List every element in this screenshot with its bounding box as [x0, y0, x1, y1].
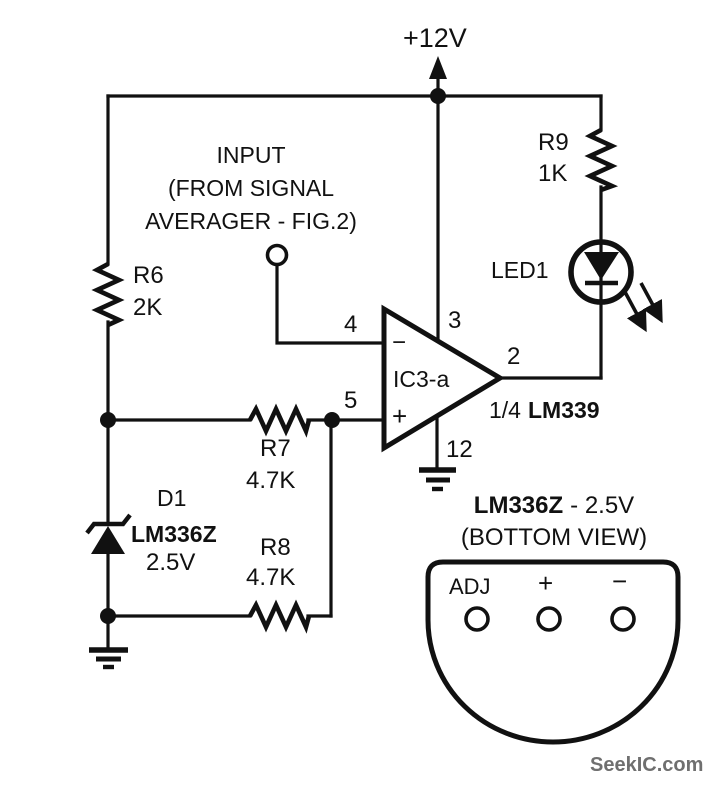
opamp-fraction: 1/4	[489, 397, 521, 423]
led-emission-arrows	[623, 282, 663, 333]
package-outline	[425, 559, 681, 745]
package-pin-plus-circle	[536, 606, 562, 632]
d1-name-label: D1	[157, 485, 187, 511]
pin12-label: 12	[446, 436, 473, 463]
r8-value: 4.7K	[246, 564, 296, 591]
r8-name: R8	[260, 534, 291, 561]
r6-resistor-symbol	[91, 261, 125, 328]
opamp-triangle	[381, 304, 505, 453]
ground-symbol-left	[89, 647, 128, 670]
input-label: INPUT (FROM SIGNAL AVERAGER - FIG.2)	[136, 139, 366, 238]
led1-symbol	[568, 239, 634, 305]
watermark: SeekIC.com	[590, 754, 704, 776]
junction-dot	[100, 412, 116, 428]
input-terminal	[265, 243, 289, 267]
r6-label: R6 2K	[133, 260, 164, 324]
r6-value: 2K	[133, 294, 163, 321]
r6-name: R6	[133, 262, 164, 289]
package-pin-minus-label: −	[612, 566, 628, 596]
opamp-inverting-sign: −	[392, 329, 407, 356]
package-title-rest: - 2.5V	[570, 492, 635, 519]
pin5-label: 5	[344, 387, 358, 414]
input-wire	[275, 262, 385, 345]
r9-value: 1K	[538, 160, 568, 187]
opamp-noninverting-sign: +	[392, 401, 408, 431]
d1-value-label: 2.5V	[146, 549, 196, 576]
opamp-part-number: LM339	[527, 397, 600, 423]
input-label-line1: INPUT	[216, 142, 286, 168]
package-pin-adj-label: ADJ	[449, 574, 491, 599]
package-subtitle: (BOTTOM VIEW)	[460, 524, 648, 551]
pin2-label: 2	[507, 343, 521, 370]
input-label-line2: (FROM SIGNAL	[167, 175, 335, 201]
package-pin-minus-circle	[610, 606, 636, 632]
ground-symbol-opamp	[419, 467, 456, 492]
led1-label: LED1	[491, 257, 549, 283]
r7-value: 4.7K	[246, 467, 296, 494]
supply-label: +12V	[403, 23, 467, 53]
junction-dot	[324, 412, 340, 428]
r9-name: R9	[538, 129, 569, 156]
r9-resistor-symbol	[584, 127, 619, 193]
r7-resistor-symbol	[247, 403, 312, 438]
opamp-name-label: IC3-a	[393, 366, 450, 392]
r7-name: R7	[260, 435, 291, 462]
d1-part-label: LM336Z	[131, 521, 217, 547]
supply-arrowhead	[429, 56, 447, 79]
package-title: LM336Z- 2.5V	[430, 493, 678, 518]
package-title-part: LM336Z	[473, 492, 564, 519]
package-pin-adj-circle	[464, 606, 490, 632]
package-pin-plus-label: +	[538, 568, 554, 598]
pin3-label: 3	[448, 307, 462, 334]
junction-dots	[100, 88, 446, 624]
input-label-line3: AVERAGER - FIG.2)	[145, 208, 357, 234]
wires	[106, 70, 603, 651]
r9-label: R9 1K	[538, 127, 569, 189]
junction-dot	[430, 88, 446, 104]
zener-d1-symbol	[85, 513, 132, 554]
r8-resistor-symbol	[247, 599, 312, 634]
junction-dot	[100, 608, 116, 624]
pin4-label: 4	[344, 311, 358, 338]
